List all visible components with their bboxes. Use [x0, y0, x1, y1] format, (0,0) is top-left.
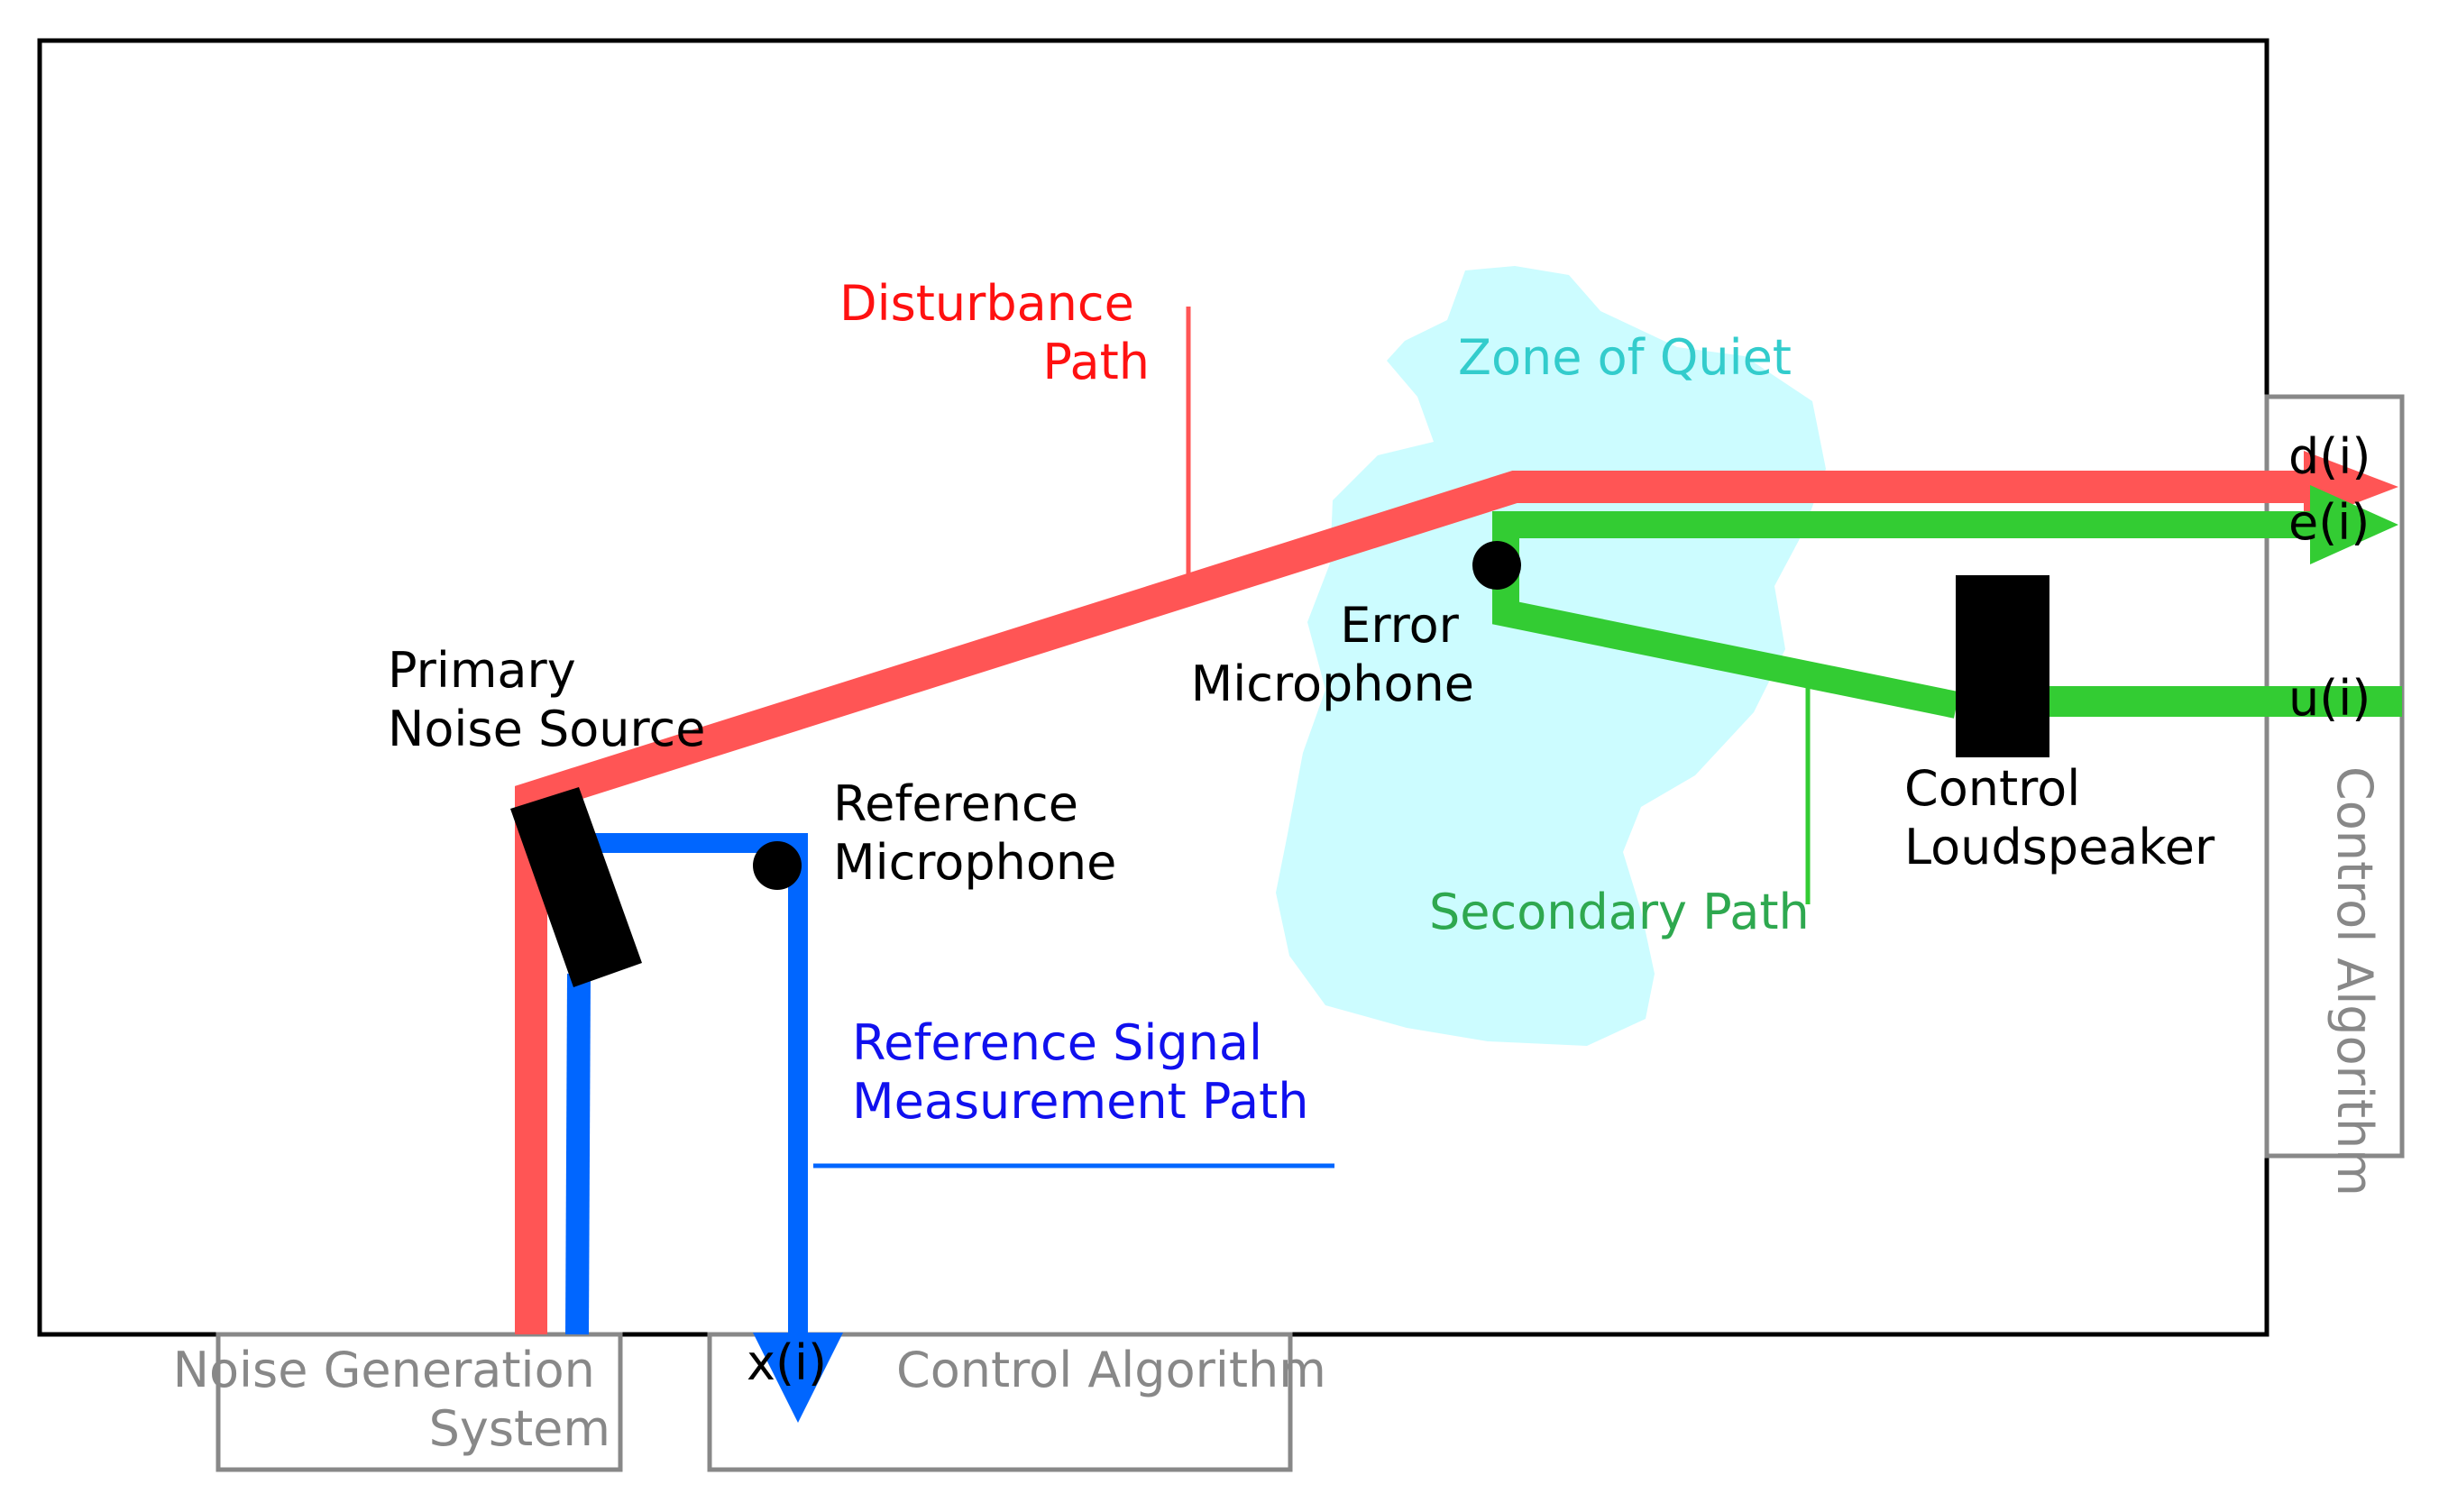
reference-microphone-dot: [753, 841, 802, 890]
disturbance-path-line: [515, 471, 2335, 1334]
signal-u-label: u(i): [2288, 670, 2370, 727]
noise-generation-label: Noise Generation System: [173, 1342, 610, 1457]
reference-signal-path-label: Reference Signal Measurement Path: [852, 1014, 1309, 1130]
disturbance-path-label: Disturbance Path: [839, 275, 1150, 390]
signal-e-label: e(i): [2288, 494, 2370, 551]
zone-of-quiet-region: [1276, 266, 1826, 1046]
reference-down-line: [565, 973, 591, 1335]
signal-x-label: x(i): [747, 1334, 827, 1391]
error-microphone-dot: [1472, 541, 1521, 590]
primary-noise-source-label: Primary Noise Source: [388, 642, 705, 757]
control-loudspeaker: [1956, 575, 2049, 757]
zone-of-quiet-label: Zone of Quiet: [1458, 329, 1792, 386]
control-algorithm-label-bottom: Control Algorithm: [896, 1342, 1326, 1398]
control-loudspeaker-label: Control Loudspeaker: [1904, 760, 2215, 875]
reference-microphone-label: Reference Microphone: [833, 775, 1116, 891]
reference-arrowhead: [753, 1333, 843, 1423]
error-arrowhead: [2310, 485, 2398, 564]
secondary-path-label: Secondary Path: [1429, 884, 1810, 940]
noise-generation-box: [215, 1332, 623, 1472]
primary-noise-source-speaker: [510, 787, 642, 987]
control-algorithm-label-right: Control Algorithm: [2326, 766, 2383, 1196]
reference-measurement-line: [595, 833, 808, 1343]
signal-d-label: d(i): [2288, 428, 2370, 485]
error-microphone-label: Error Microphone: [1191, 597, 1474, 712]
